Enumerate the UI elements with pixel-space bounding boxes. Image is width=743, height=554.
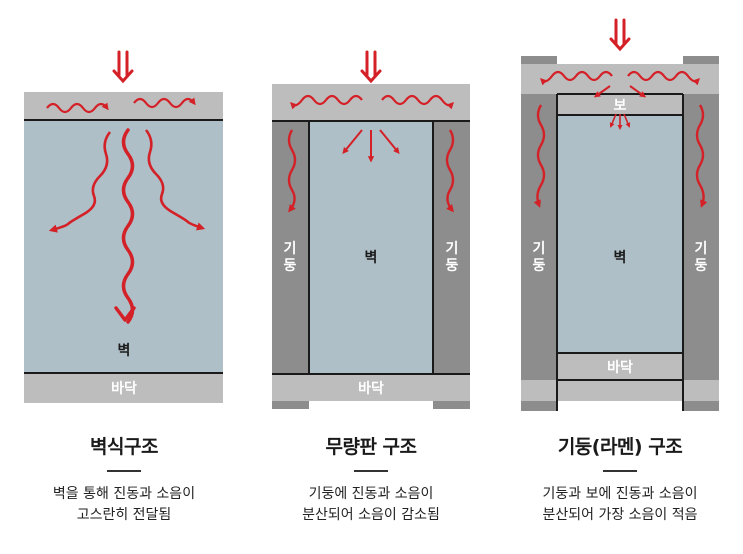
- p3-column-right-char2: 둥: [695, 258, 708, 274]
- p1-impact-arrow: [112, 50, 134, 84]
- p1-wave-left: [46, 102, 109, 114]
- p1-floor-slab: [24, 373, 223, 403]
- p2-column-left-char2: 둥: [284, 258, 297, 274]
- p3-ceiling-slab: [521, 64, 719, 94]
- p3-column-left-char2: 둥: [533, 258, 546, 274]
- p3-wall: [557, 115, 683, 353]
- p1-ceiling-slab: [24, 92, 223, 120]
- p2-column-right-char1: 기: [446, 241, 459, 257]
- p1-floor-label: 바닥: [111, 380, 137, 397]
- p1-wave-down-right: [144, 129, 206, 231]
- p3-title: 기둥(라멘) 구조: [557, 436, 683, 458]
- p3-column-right-char1: 기: [695, 241, 708, 257]
- p1-title: 벽식구조: [90, 436, 158, 458]
- p2-column-right: [433, 84, 470, 409]
- p3-beam-arrow-left: [593, 85, 611, 98]
- p1-wave-right: [133, 97, 196, 109]
- p3-wave-right: [627, 70, 700, 86]
- p2-wave-right: [381, 94, 454, 110]
- p1-wall-label: 벽: [118, 342, 131, 359]
- p2-wall-label: 벽: [365, 249, 378, 266]
- p3-desc-line2: 분산되어 가장 소음이 적음: [542, 507, 698, 523]
- p3-divider: [603, 470, 637, 472]
- p3-desc-line1: 기둥과 보에 진동과 소음이: [542, 486, 698, 502]
- p3-beam-label: 보: [614, 98, 627, 114]
- p1-wave-down-left: [48, 131, 112, 233]
- p1-desc-line1: 벽을 통해 진동과 소음이: [52, 486, 196, 502]
- p3-floor-slab: [521, 380, 719, 401]
- p2-column-left: [272, 84, 309, 409]
- p3-column-left-char1: 기: [533, 241, 546, 257]
- p2-title: 무량판 구조: [325, 436, 417, 458]
- p3-floor-beam: [557, 353, 683, 380]
- p3-spread-arrow-1: [609, 113, 617, 128]
- p2-description: 기둥에 진동과 소음이 분산되어 소음이 감소됨: [241, 484, 501, 526]
- p2-impact-arrow: [360, 50, 382, 84]
- p3-spread-arrow-3: [623, 113, 631, 128]
- p1-desc-line2: 고스란히 전달됨: [76, 507, 172, 523]
- p1-wave-down-center: [121, 128, 135, 324]
- p3-wall-label: 벽: [614, 249, 627, 266]
- p2-column-left-char1: 기: [284, 241, 297, 257]
- p2-floor-slab: [272, 374, 470, 401]
- p2-desc-line2: 분산되어 소음이 감소됨: [302, 507, 440, 523]
- p2-ceiling-slab: [272, 84, 470, 121]
- p2-wall: [309, 121, 433, 374]
- p3-beam-arrow-right: [629, 85, 647, 98]
- p2-desc-line1: 기둥에 진동과 소음이: [308, 486, 434, 502]
- p3-wave-column-left: [533, 104, 546, 208]
- p2-wave-left: [290, 94, 363, 110]
- panel-flat-slab-structure: 기 둥 기 둥 벽 바닥: [272, 50, 470, 409]
- p1-divider: [107, 470, 141, 472]
- panel-wall-structure: 벽 바닥: [24, 50, 223, 403]
- p1-arrowhead-center: [114, 306, 136, 322]
- panel-rahmen-structure: 보 기 둥 기 둥 벽 바닥: [521, 18, 719, 411]
- p2-floor-label: 바닥: [358, 380, 384, 397]
- p2-spread-arrow-left: [342, 129, 363, 154]
- p2-column-right-char2: 둥: [446, 258, 459, 274]
- p1-description: 벽을 통해 진동과 소음이 고스란히 전달됨: [0, 484, 254, 526]
- p3-wave-column-right: [695, 104, 708, 208]
- p3-impact-arrow: [609, 18, 631, 52]
- p3-beam: [557, 94, 683, 115]
- p3-description: 기둥과 보에 진동과 소음이 분산되어 가장 소음이 적음: [490, 484, 743, 526]
- p3-column-right: [683, 56, 719, 411]
- p2-spread-arrow-right: [379, 129, 400, 154]
- p2-divider: [354, 470, 388, 472]
- p1-wall: [24, 120, 223, 373]
- p3-wave-left: [540, 70, 613, 86]
- p2-wave-column-right: [445, 129, 455, 213]
- p3-floor-label: 바닥: [607, 359, 633, 376]
- p2-wave-column-left: [287, 129, 297, 213]
